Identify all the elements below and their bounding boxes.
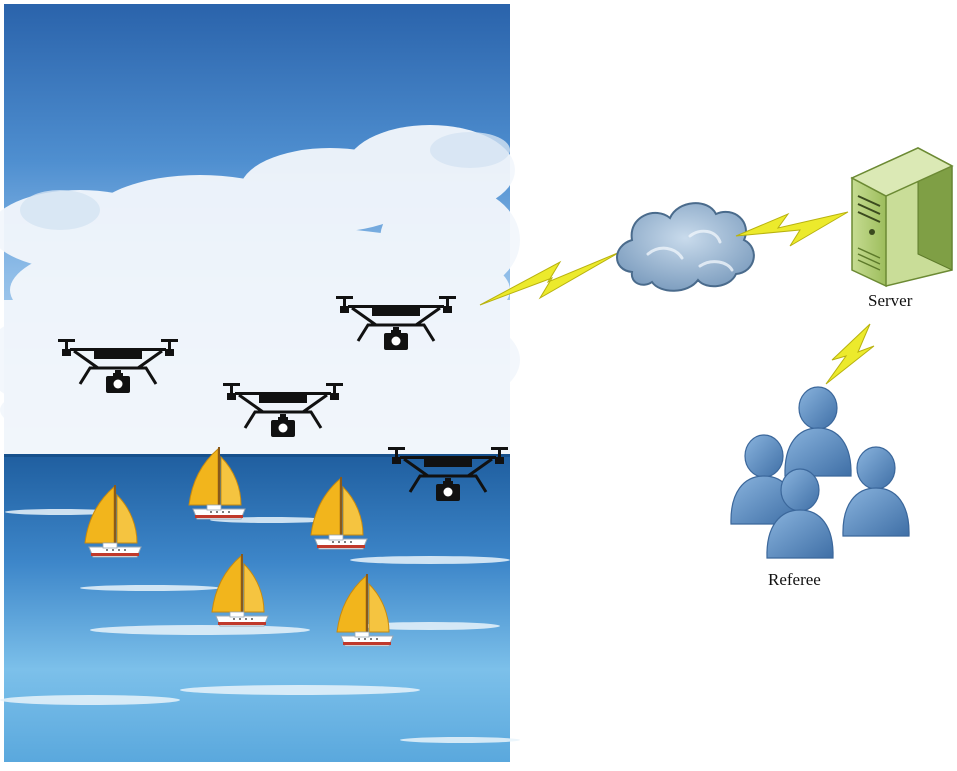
server-label: Server bbox=[868, 291, 913, 310]
lightning-icon bbox=[735, 211, 849, 247]
people-group-icon bbox=[730, 386, 910, 559]
sky-clouds bbox=[0, 125, 520, 455]
network-cloud-icon bbox=[616, 202, 755, 292]
referee-label: Referee bbox=[768, 570, 821, 589]
lightning-icon bbox=[825, 323, 875, 385]
server-icon bbox=[850, 147, 954, 288]
sea-waves bbox=[0, 509, 520, 743]
